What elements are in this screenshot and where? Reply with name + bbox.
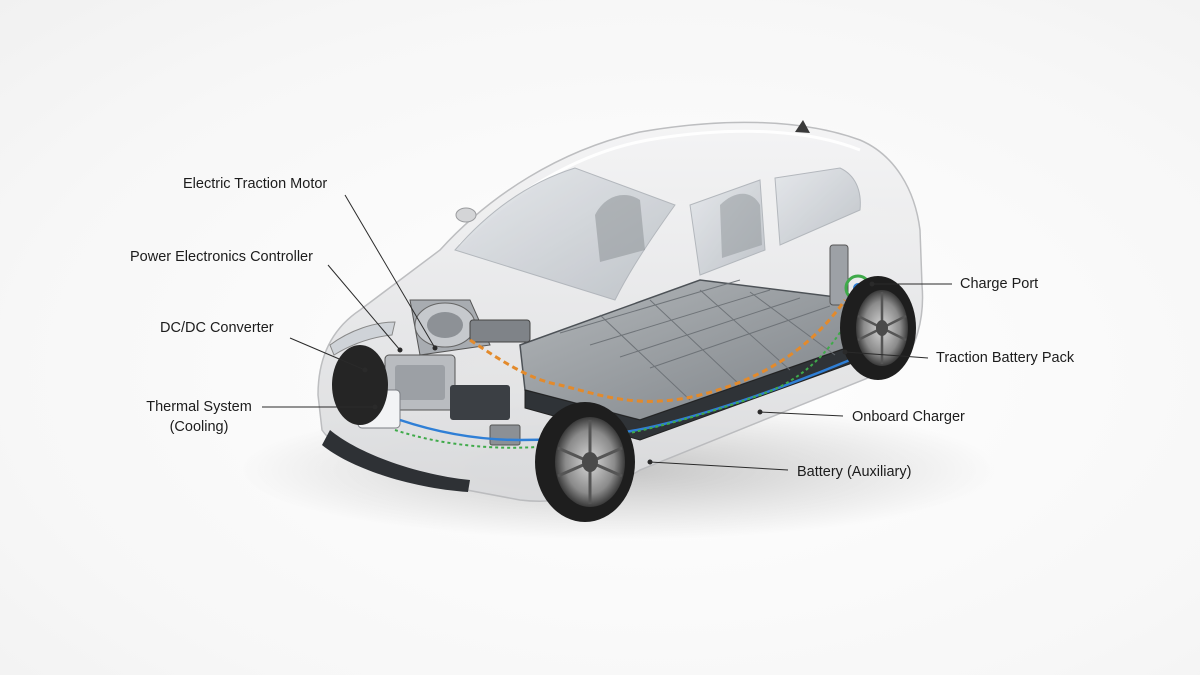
front-grille xyxy=(322,430,470,492)
signal-line xyxy=(394,299,859,449)
leader-aux-battery xyxy=(649,461,789,471)
leader-dot-thermal-system xyxy=(372,404,378,410)
label-traction-battery-pack: Traction Battery Pack xyxy=(936,350,1075,366)
leader-dot-power-electronics xyxy=(397,347,403,353)
label-charge-port: Charge Port xyxy=(960,276,1039,292)
leader-traction-battery xyxy=(844,351,929,359)
label-onboard-charger: Onboard Charger xyxy=(852,409,965,425)
side-window-rear xyxy=(774,167,861,246)
leader-dot-dcdc-converter xyxy=(362,367,368,373)
label-thermal-system-line1: Thermal System xyxy=(146,399,252,415)
front-wheel xyxy=(535,402,635,522)
label-battery-auxiliary: Battery (Auxiliary) xyxy=(797,464,912,480)
rear-seat xyxy=(720,193,762,258)
leader-dot-charge-port xyxy=(869,281,875,287)
leader-dot-traction-battery xyxy=(842,349,848,355)
rear-wheel xyxy=(840,276,916,380)
label-power-electronics-controller: Power Electronics Controller xyxy=(130,249,313,265)
side-mirror xyxy=(455,207,477,223)
label-electric-traction-motor: Electric Traction Motor xyxy=(183,176,328,192)
hv-cable xyxy=(469,299,847,403)
leader-onboard-charger xyxy=(759,411,844,417)
leader-dot-traction-motor xyxy=(432,345,438,351)
leader-lines xyxy=(262,194,952,471)
front-wheel-far xyxy=(332,345,388,425)
leader-traction-motor xyxy=(344,194,436,349)
front-seat xyxy=(595,195,645,262)
label-dcdc-converter: DC/DC Converter xyxy=(160,320,274,336)
label-thermal-system: Thermal System (Cooling) xyxy=(140,397,258,437)
label-thermal-system-line2: (Cooling) xyxy=(169,419,229,435)
leader-power-electronics xyxy=(327,264,401,351)
headlight xyxy=(329,321,396,356)
leader-dot-onboard-charger xyxy=(757,409,763,415)
antenna xyxy=(795,120,810,133)
leader-dcdc-converter xyxy=(289,337,366,371)
leader-dot-aux-battery xyxy=(647,459,653,465)
